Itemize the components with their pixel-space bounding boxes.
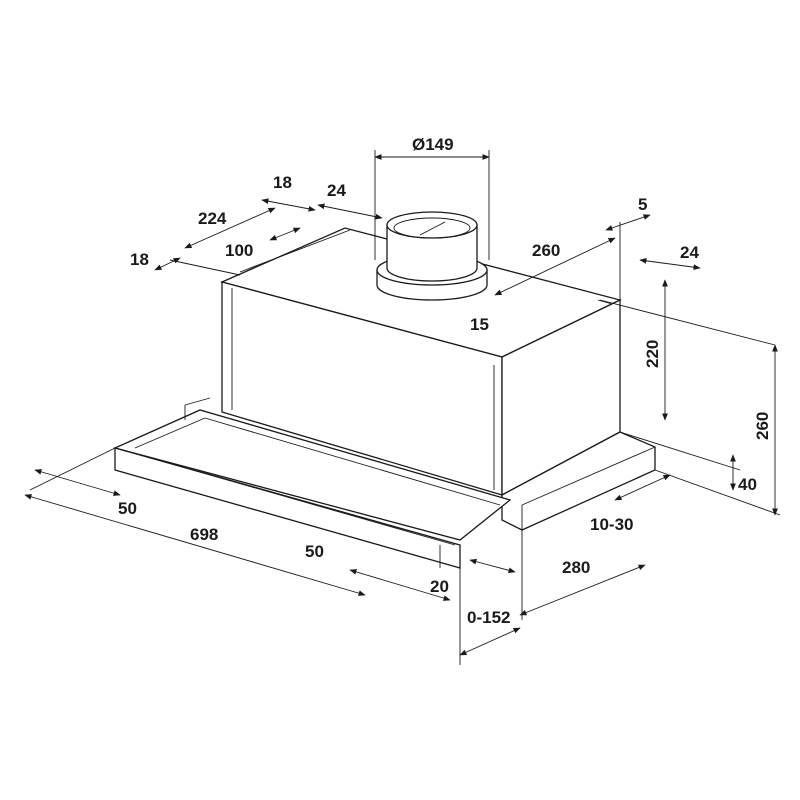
- dimension-labels: Ø149 18 24 224 18 100 260 5 24 15 220 26…: [118, 135, 772, 627]
- label-depth-280: 280: [562, 558, 590, 577]
- label-depth-224: 224: [198, 209, 227, 228]
- label-height-260: 260: [753, 412, 772, 440]
- label-left-50: 50: [118, 499, 137, 518]
- label-right-24: 24: [680, 243, 699, 262]
- label-right-5: 5: [638, 195, 647, 214]
- label-top-18: 18: [273, 173, 292, 192]
- exhaust-duct: [376, 211, 488, 301]
- label-height-220: 220: [643, 340, 662, 368]
- label-gap-10-30: 10-30: [590, 515, 633, 534]
- label-height-40: 40: [738, 475, 757, 494]
- label-front-20: 20: [430, 577, 449, 596]
- label-width-698: 698: [190, 525, 218, 544]
- label-duct-15: 15: [470, 315, 489, 334]
- label-extension-0-152: 0-152: [467, 608, 510, 627]
- label-top-24: 24: [327, 181, 346, 200]
- label-offset-260: 260: [532, 241, 560, 260]
- dimension-lines: [24, 150, 781, 665]
- label-offset-100: 100: [225, 241, 253, 260]
- label-front-50: 50: [305, 542, 324, 561]
- label-duct-diameter: Ø149: [412, 135, 454, 154]
- label-left-18: 18: [130, 250, 149, 269]
